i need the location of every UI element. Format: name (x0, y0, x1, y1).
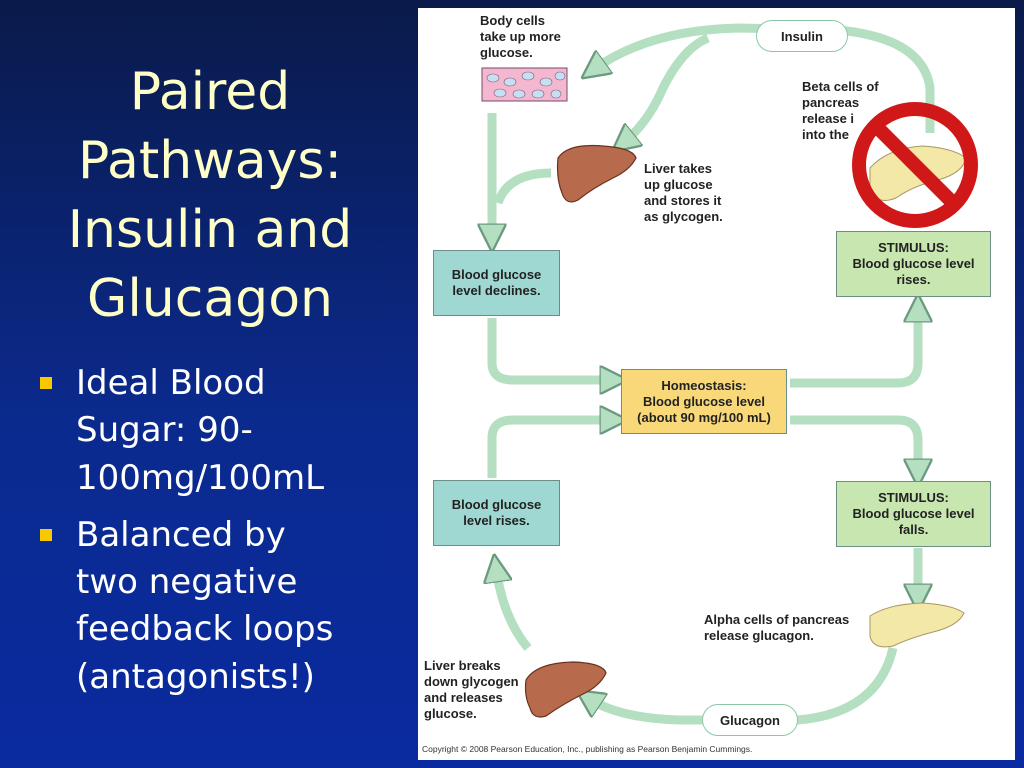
diagram-arrows (418, 23, 978, 725)
alpha-cells-label: Alpha cells of pancreas release glucagon… (704, 612, 850, 643)
liver-icon (556, 144, 637, 203)
homeostasis-box: Homeostasis: Blood glucose level (about … (621, 369, 787, 434)
arrow-insulin-to-liver (623, 33, 710, 143)
beta-cells-label: Beta cells of pancreas release i into th… (802, 79, 879, 142)
liver-breaks-label: Liver breaks down glycogen and releases … (424, 658, 519, 721)
slide-title: Paired Pathways: Insulin and Glucagon (30, 58, 390, 335)
arrow-glucagon-to-liver (588, 646, 898, 725)
arrow-homeostasis-to-stimulus-rises (790, 308, 918, 388)
bullet-item: Ideal Blood Sugar: 90- 100mg/100mL (36, 360, 416, 502)
homeostasis-diagram: Body cells take up more glucose. Insulin… (418, 8, 1015, 760)
square-bullet-icon (40, 528, 52, 541)
bullet-item: Balanced by two negative feedback loops … (36, 512, 416, 701)
stimulus-falls-box: STIMULUS: Blood glucose level falls. (836, 481, 991, 547)
glucagon-oval: Glucagon (702, 704, 798, 736)
arrow-liver-merge (493, 168, 552, 205)
bullet-list: Ideal Blood Sugar: 90- 100mg/100mL Balan… (36, 360, 416, 711)
body-cells-image (481, 67, 568, 102)
arrow-declines-to-homeostasis (487, 318, 614, 380)
blood-glucose-rises-box: Blood glucose level rises. (433, 480, 560, 546)
title-line: Insulin and (67, 200, 353, 261)
arrow-rises-to-homeostasis (487, 420, 614, 478)
body-cells-label: Body cells take up more glucose. (480, 13, 561, 60)
copyright-text: Copyright © 2008 Pearson Education, Inc.… (422, 744, 753, 754)
pancreas-icon (869, 602, 965, 648)
arrow-liver-to-rises (496, 568, 532, 651)
blood-glucose-declines-box: Blood glucose level declines. (433, 250, 560, 316)
liver-icon (524, 661, 607, 718)
title-line: Pathways: (77, 131, 342, 192)
insulin-oval: Insulin (756, 20, 848, 52)
title-line: Glucagon (87, 269, 333, 330)
arrow-homeostasis-to-stimulus-falls (790, 415, 918, 473)
square-bullet-icon (40, 377, 52, 389)
liver-takes-label: Liver takes up glucose and stores it as … (644, 161, 723, 224)
title-line: Paired (129, 62, 291, 122)
no-symbol-icon (852, 102, 978, 228)
stimulus-rises-box: STIMULUS: Blood glucose level rises. (836, 231, 991, 297)
